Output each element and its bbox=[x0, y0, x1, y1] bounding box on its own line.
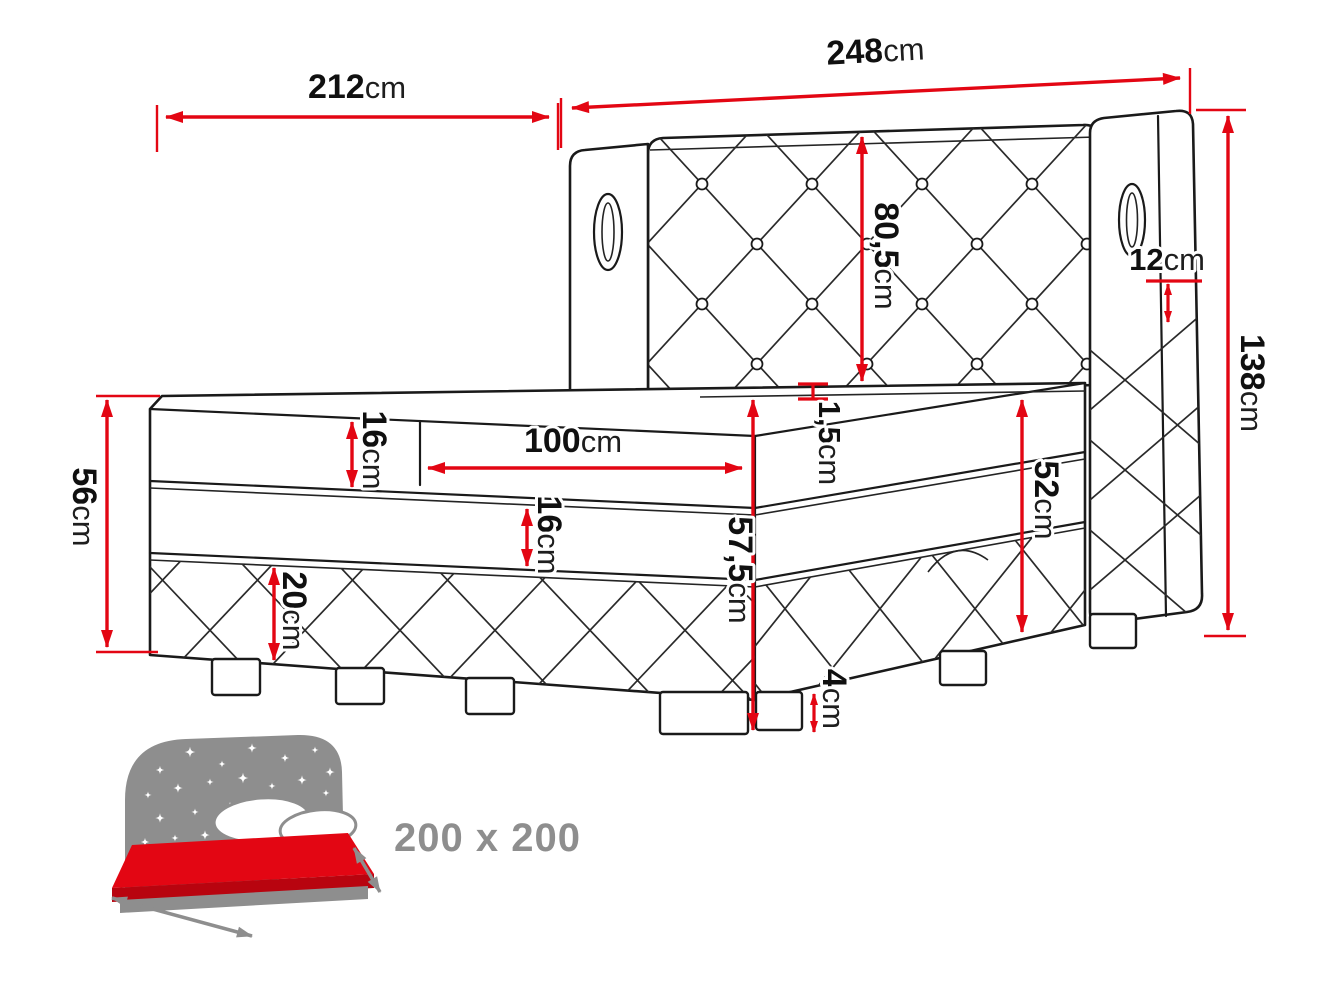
dimension-depth-overall: 212cm bbox=[155, 65, 560, 152]
dim-label-base-height: 56cm bbox=[65, 467, 103, 546]
dim-label-mattress-half-width: 100cm bbox=[524, 422, 622, 460]
side-strap-detail bbox=[927, 549, 989, 573]
icon-mattress-front bbox=[112, 874, 374, 902]
icon-width-arrow bbox=[111, 896, 253, 938]
headboard-right-wing bbox=[1088, 109, 1204, 625]
size-icon: 200 x 200 bbox=[111, 734, 581, 938]
size-label: 200 x 200 bbox=[394, 816, 581, 860]
dimension-mattress-half-width: 100cm bbox=[427, 419, 743, 474]
dimension-front-height: 57,5cm bbox=[718, 399, 762, 731]
headboard-left-wing bbox=[568, 142, 650, 406]
dim-label-width-overall: 248cm bbox=[825, 29, 925, 72]
right-wing-quilting bbox=[1090, 289, 1203, 624]
dim-label-middle-mattress: 16cm bbox=[530, 495, 568, 574]
left-lamp-slot-icon bbox=[592, 192, 624, 272]
dimension-side-height: 52cm bbox=[1016, 399, 1068, 633]
dim-label-base-box: 20cm bbox=[275, 571, 313, 650]
headboard bbox=[568, 109, 1204, 625]
dim-label-front-height: 57,5cm bbox=[721, 516, 759, 624]
bed-body bbox=[148, 381, 1087, 702]
dimension-width-overall: 248cm bbox=[559, 28, 1192, 148]
dimension-topper-lip: 1,5cm bbox=[798, 382, 851, 488]
dimension-base-height: 56cm bbox=[62, 394, 160, 654]
dim-label-feet-height: 4cm bbox=[815, 669, 853, 729]
dimension-base-box: 20cm bbox=[268, 567, 316, 661]
dim-label-top-mattress: 16cm bbox=[355, 410, 393, 489]
dimension-headboard-height: 138cm bbox=[1196, 108, 1274, 638]
dimension-feet-height: 4cm bbox=[810, 666, 856, 733]
dimension-top-mattress: 16cm bbox=[346, 407, 396, 493]
dim-label-depth-overall: 212cm bbox=[308, 68, 406, 106]
icon-depth-arrow bbox=[352, 847, 382, 893]
headboard-tufting bbox=[648, 124, 1098, 393]
dim-label-headboard-height: 138cm bbox=[1233, 334, 1271, 432]
dim-label-headboard-above-mattress: 80,5cm bbox=[867, 202, 905, 310]
dimension-headboard-above-mattress: 80,5cm bbox=[856, 136, 908, 382]
icon-mattress-top bbox=[112, 833, 374, 888]
dim-label-wing-depth: 12cm bbox=[1129, 242, 1205, 277]
dimension-middle-mattress: 16cm bbox=[521, 492, 571, 578]
tufting-buttons bbox=[695, 177, 1094, 371]
dim-label-topper-lip: 1,5cm bbox=[813, 401, 848, 485]
dim-label-side-height: 52cm bbox=[1027, 460, 1065, 539]
dimensions: 212cm 248cm 80,5cm 12cm 138cm bbox=[62, 28, 1274, 733]
right-lamp-slot-icon bbox=[1117, 182, 1147, 258]
mattress-base bbox=[148, 381, 1138, 736]
dimension-wing-depth: 12cm bbox=[1126, 239, 1208, 323]
